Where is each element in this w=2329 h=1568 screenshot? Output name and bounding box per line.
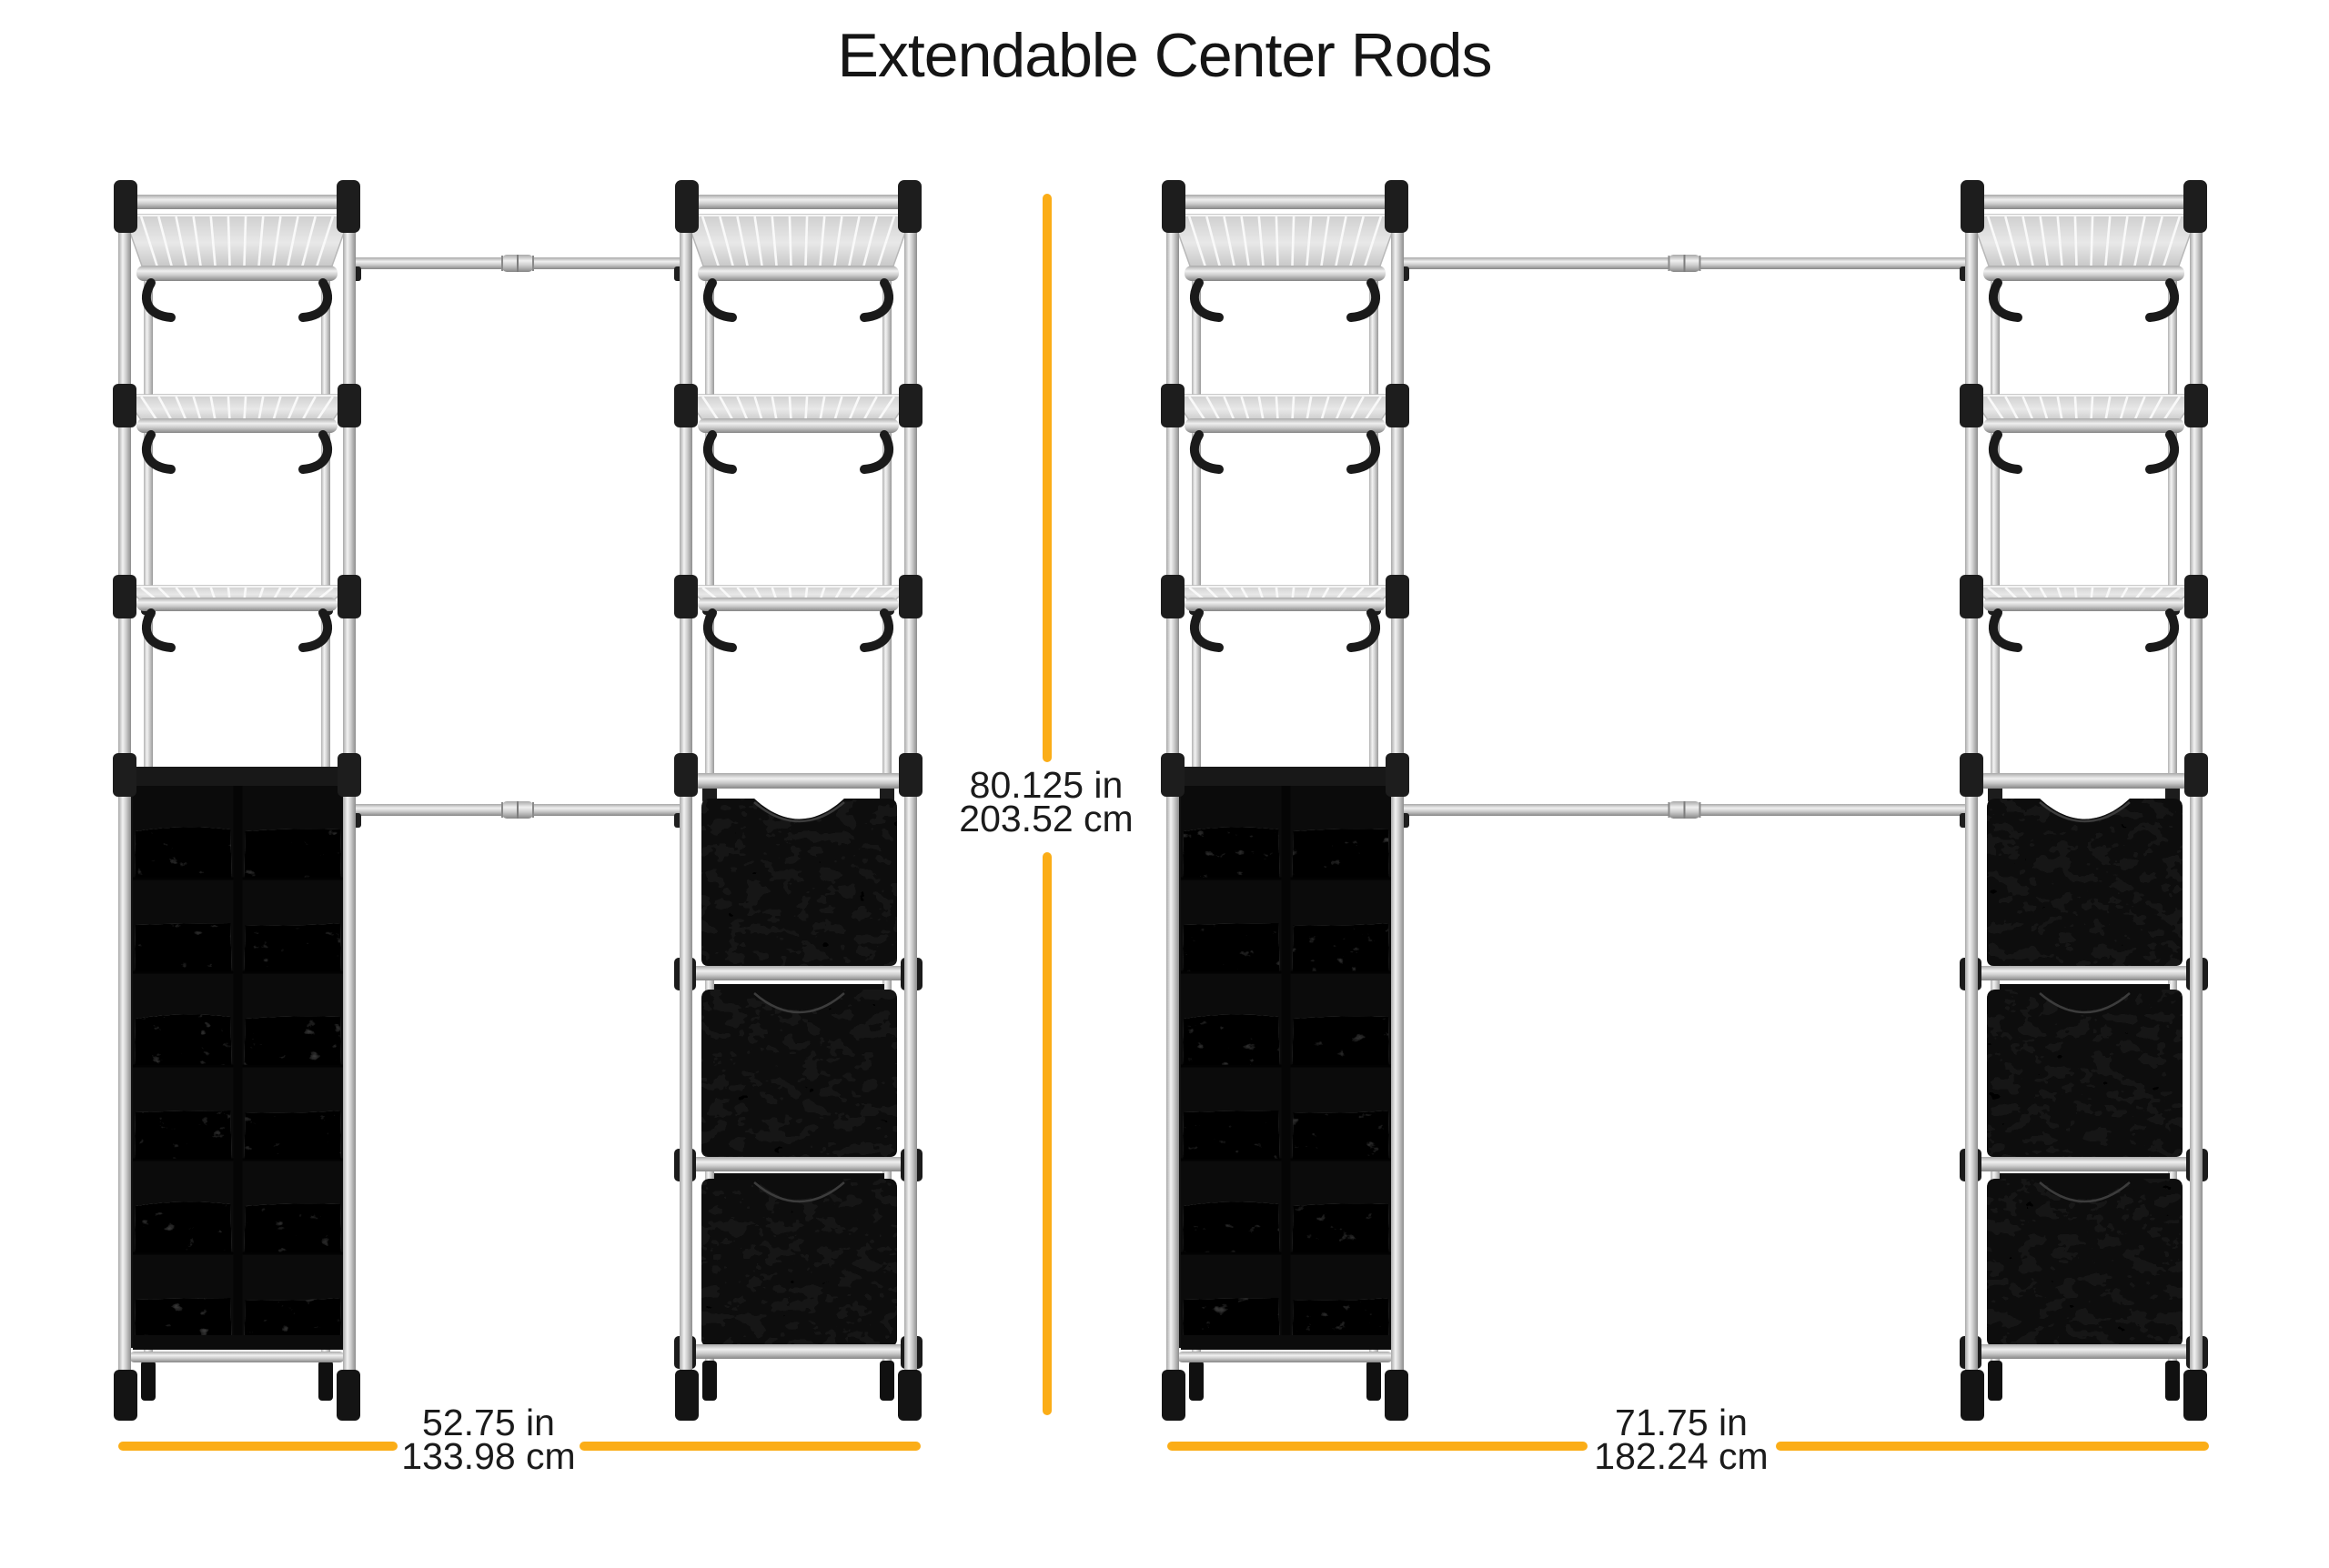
compact-width-dimension-line-right bbox=[580, 1442, 921, 1451]
height-dimension-label: 80.125 in 203.52 cm bbox=[855, 764, 1237, 839]
extended-width-dimension-label: 71.75 in 182.24 cm bbox=[1490, 1402, 1872, 1477]
height-inches: 80.125 in bbox=[969, 764, 1124, 806]
extended-organizer-illustration bbox=[1161, 180, 2208, 1421]
page-title: Extendable Center Rods bbox=[837, 21, 1493, 90]
height-dimension-line-bottom bbox=[1043, 852, 1052, 1415]
compact-width-cm: 133.98 cm bbox=[401, 1435, 576, 1477]
compact-width-inches: 52.75 in bbox=[422, 1402, 555, 1443]
height-cm: 203.52 cm bbox=[959, 798, 1134, 839]
compact-organizer-illustration bbox=[113, 180, 923, 1421]
compact-width-dimension-label: 52.75 in 133.98 cm bbox=[297, 1402, 680, 1477]
compact-width-dimension-line-left bbox=[118, 1442, 398, 1451]
extended-width-inches: 71.75 in bbox=[1615, 1402, 1748, 1443]
height-dimension-line-top bbox=[1043, 194, 1052, 762]
extended-width-dimension-line-right bbox=[1776, 1442, 2209, 1451]
extended-width-dimension-line-left bbox=[1167, 1442, 1588, 1451]
extended-width-cm: 182.24 cm bbox=[1594, 1435, 1769, 1477]
